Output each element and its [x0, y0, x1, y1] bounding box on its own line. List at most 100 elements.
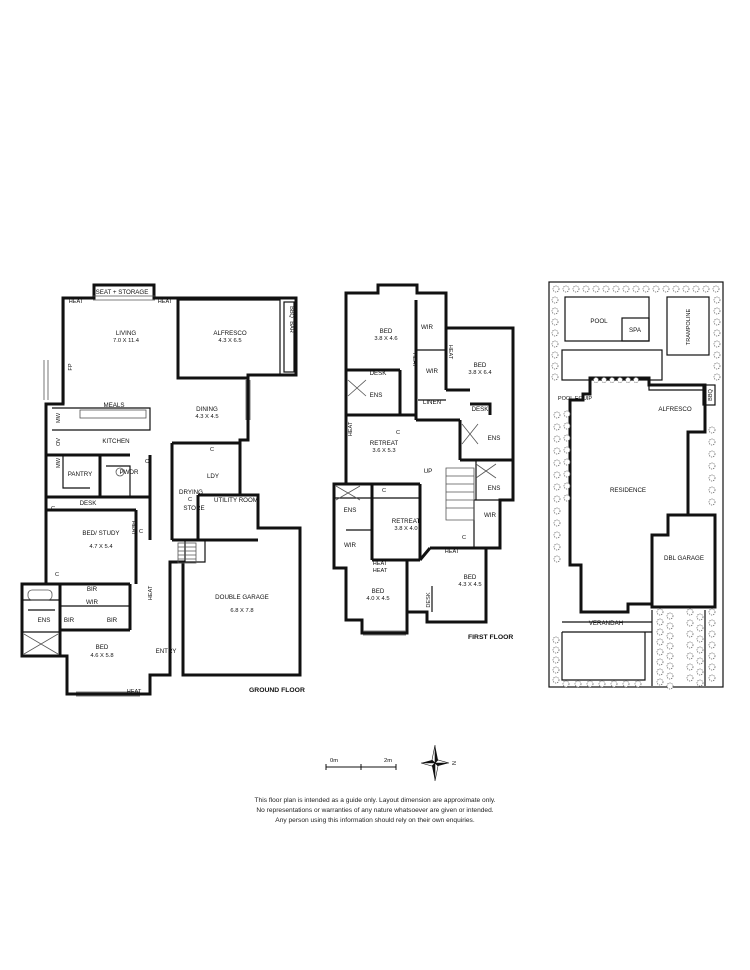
shrub-icon [553, 531, 561, 539]
ff-tag-heat-6: HEAT [445, 549, 460, 555]
shrub-icon [682, 285, 690, 293]
shrub-icon [713, 362, 721, 370]
first-internal-walls [346, 300, 513, 612]
room-laundry-label: LDY [207, 473, 219, 480]
tag-cupboard-5: C [139, 529, 143, 535]
shrub-icon [652, 285, 660, 293]
shrub-icon [713, 373, 721, 381]
ff-room-wir4-label: WIR [484, 512, 497, 519]
shrub-icon [562, 680, 570, 688]
shrub-icon [553, 447, 561, 455]
shrub-icon [622, 285, 630, 293]
shrub-icon [551, 307, 559, 315]
shrub-icon [713, 351, 721, 359]
first-shower-1 [347, 379, 367, 397]
shrub-icon [553, 423, 561, 431]
tag-cupboard-3: C [188, 497, 192, 503]
scale-end-label: 2m [384, 758, 392, 764]
shrub-icon [696, 679, 704, 687]
shrub-icon [625, 377, 631, 383]
ff-room-bed3-dims: 4.0 X 4.5 [366, 596, 389, 602]
ff-room-bed2-label: BED [474, 362, 487, 369]
shrub-icon [713, 329, 721, 337]
room-garage-label: DOUBLE GARAGE [215, 594, 269, 601]
shrub-icon [666, 612, 674, 620]
shrub-icon [552, 646, 560, 654]
shrub-icon [617, 377, 623, 383]
shrub-icon [553, 555, 561, 563]
tag-cupboard-1: C [210, 447, 214, 453]
shrub-icon [553, 411, 561, 419]
room-powder-label: PWDR [120, 469, 139, 476]
ff-room-bed2-dims: 3.8 X 6.4 [468, 370, 492, 376]
shrub-icon [666, 632, 674, 640]
site-trampoline-label: TRAMPOLINE [686, 309, 692, 346]
pool-terrace [561, 349, 663, 381]
ff-room-ens3-label: ENS [344, 507, 357, 514]
shrub-icon [686, 674, 694, 682]
tag-cupboard-2: C [145, 459, 149, 465]
room-bed-dims: 4.6 X 5.8 [90, 653, 113, 659]
first-shower-4 [335, 485, 361, 501]
verandah [561, 621, 652, 681]
shrub-icon [592, 285, 600, 293]
ff-tag-cupboard-1: C [396, 430, 400, 436]
site-residence-label: RESIDENCE [610, 487, 646, 494]
compass-north-label: N [450, 761, 456, 765]
shrub-icon [686, 608, 694, 616]
shrub-icon [552, 666, 560, 674]
room-living-dims: 7.0 X 11.4 [113, 338, 140, 344]
shrub-icon [551, 296, 559, 304]
site-alfresco-label: ALFRESCO [658, 406, 692, 413]
shrub-icon [708, 630, 716, 638]
shrub-icon [563, 458, 571, 466]
shrub-icon [551, 329, 559, 337]
trampoline [666, 296, 710, 356]
tag-heat-5: HEAT [127, 689, 142, 695]
site-bbq [702, 384, 716, 406]
scale-start-label: 0m [330, 758, 338, 764]
first-staircase [445, 467, 475, 521]
disclaimer-line-2: No representations or warranties of any … [256, 807, 494, 814]
site-landscaping [551, 285, 721, 690]
shrub-icon [708, 619, 716, 627]
alfresco-inner [178, 299, 281, 375]
room-utility-label: UTILITY ROOM [214, 497, 258, 504]
shrub-icon [552, 285, 560, 293]
tag-bar: BAR [288, 321, 294, 333]
shrub-icon [696, 635, 704, 643]
shrub-icon [551, 373, 559, 381]
shrub-icon [610, 680, 618, 688]
shrub-icon [708, 663, 716, 671]
ff-tag-heat-3: HEAT [348, 421, 354, 436]
shrub-icon [666, 622, 674, 630]
shrub-icon [563, 410, 571, 418]
room-alfresco-label: ALFRESCO [213, 330, 247, 337]
first-floor-plan: BED 3.8 X 4.6 WIR BED 3.8 X 6.4 WIR DESK… [332, 283, 515, 641]
shrub-icon [656, 618, 664, 626]
shrub-icon [713, 296, 721, 304]
shrub-icon [656, 678, 664, 686]
site-pool-label: POOL [590, 318, 608, 325]
shrub-icon [612, 285, 620, 293]
shrub-icon [708, 462, 716, 470]
bbq-bench [283, 301, 295, 373]
tag-bbq: BBQ [288, 306, 294, 318]
ff-tag-heat-4: HEAT [373, 561, 388, 567]
shrub-icon [553, 519, 561, 527]
shrub-icon [666, 672, 674, 680]
ground-floor-plan: SEAT + STORAGE LIVING 7.0 X 11.4 ALFRESC… [20, 283, 305, 697]
ff-room-ens4-label: ENS [488, 485, 501, 492]
ff-room-desk3-label: DESK [426, 592, 432, 608]
shrub-icon [553, 483, 561, 491]
site-spa-label: SPA [629, 327, 642, 334]
shrub-icon [713, 307, 721, 315]
shrub-icon [609, 377, 615, 383]
shrub-icon [708, 608, 716, 616]
ensuite-bath [27, 589, 53, 601]
disclaimer-line-1: This floor plan is intended as a guide o… [254, 797, 496, 804]
disclaimer: This floor plan is intended as a guide o… [0, 796, 750, 826]
shrub-icon [696, 668, 704, 676]
ensuite-shower [23, 633, 59, 655]
